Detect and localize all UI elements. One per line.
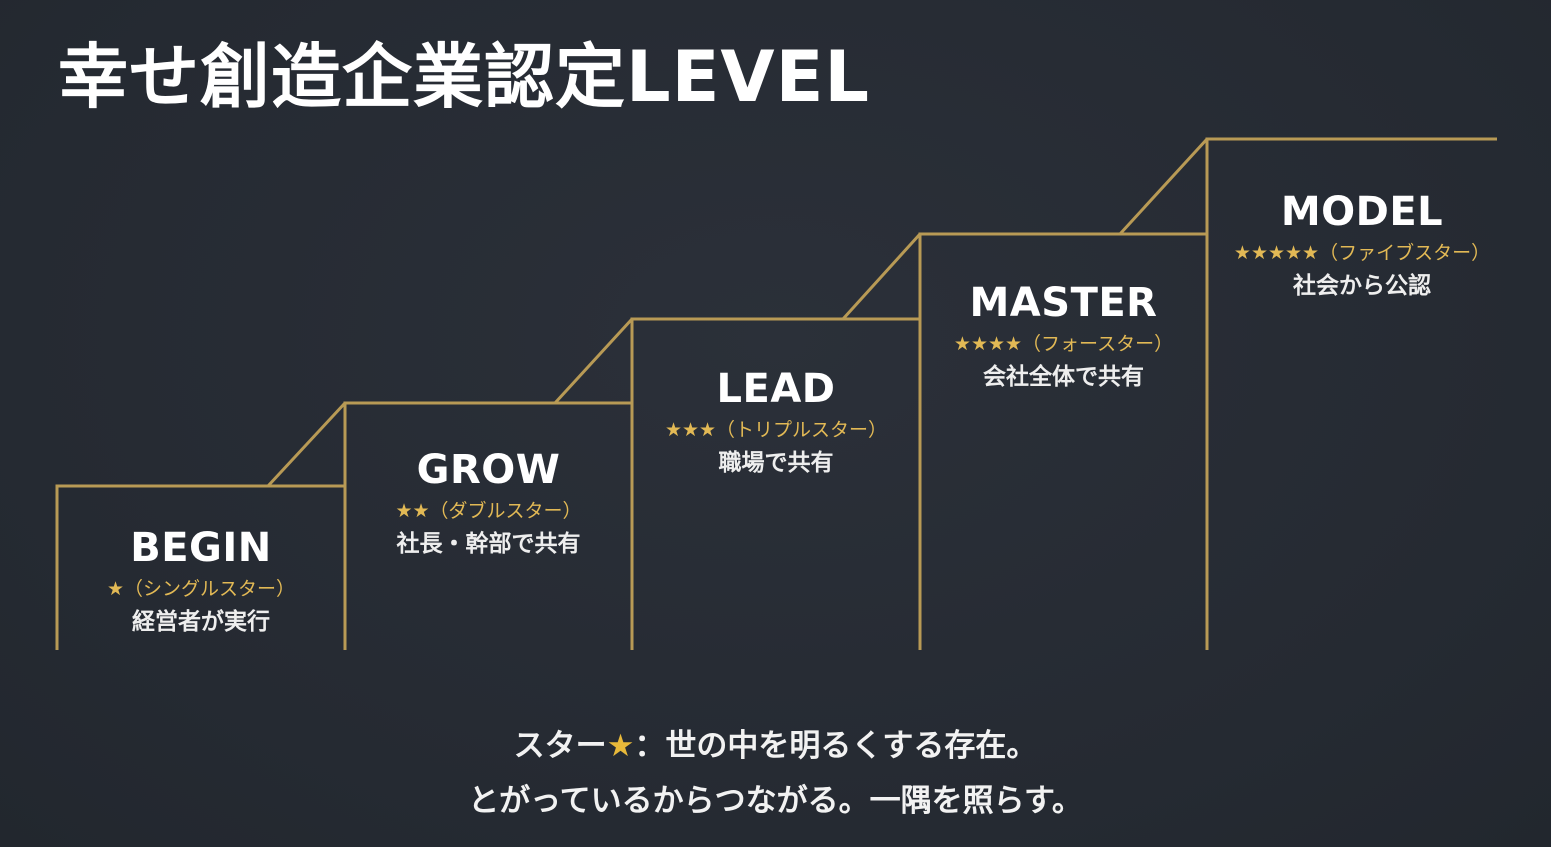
step-riser-4 bbox=[1118, 137, 1209, 236]
level-description: 職場で共有 bbox=[718, 449, 834, 476]
level-name: MASTER bbox=[969, 280, 1158, 326]
level-name: MODEL bbox=[1280, 189, 1444, 235]
step-model-outline bbox=[1205, 137, 1497, 650]
level-model: MODEL ★★★★★（ファイブスター） 社会から公認 bbox=[1207, 190, 1517, 300]
step-riser-1 bbox=[266, 401, 347, 488]
level-stars: ★★（ダブルスター） bbox=[395, 500, 582, 522]
level-stars: ★（シングルスター） bbox=[106, 578, 296, 600]
page-title: 幸せ創造企業認定LEVEL bbox=[58, 36, 871, 118]
step-begin-outline bbox=[55, 484, 345, 650]
level-description: 社長・幹部で共有 bbox=[396, 530, 581, 557]
star-icon: ★ bbox=[606, 728, 635, 764]
footer-line-2: とがっているからつながる。一隅を照らす。 bbox=[0, 783, 1551, 820]
footer-text: ：世の中を明るくする存在。 bbox=[634, 728, 1038, 764]
step-grow-outline bbox=[343, 401, 632, 650]
level-lead: LEAD ★★★（トリプルスター） 職場で共有 bbox=[632, 367, 920, 477]
level-begin: BEGIN ★（シングルスター） 経営者が実行 bbox=[57, 526, 345, 636]
level-grow: GROW ★★（ダブルスター） 社長・幹部で共有 bbox=[345, 448, 632, 558]
level-name: BEGIN bbox=[130, 525, 272, 571]
level-name: GROW bbox=[416, 447, 561, 493]
level-name: LEAD bbox=[716, 366, 836, 412]
footer-line-1: スター★：世の中を明るくする存在。 bbox=[0, 728, 1551, 765]
footer-text: スター bbox=[513, 728, 607, 764]
footer-text: とがっているからつながる。一隅を照らす。 bbox=[468, 783, 1083, 819]
level-description: 経営者が実行 bbox=[132, 608, 270, 635]
level-master: MASTER ★★★★（フォースター） 会社全体で共有 bbox=[920, 281, 1207, 391]
level-stars: ★★★★★（ファイブスター） bbox=[1233, 242, 1491, 264]
level-stars: ★★★★（フォースター） bbox=[953, 333, 1174, 355]
level-description: 社会から公認 bbox=[1293, 272, 1431, 299]
step-master-outline bbox=[918, 232, 1207, 650]
step-lead-outline bbox=[630, 317, 920, 650]
step-riser-3 bbox=[841, 232, 922, 321]
level-description: 会社全体で共有 bbox=[983, 363, 1144, 390]
step-riser-2 bbox=[553, 317, 634, 405]
level-stars: ★★★（トリプルスター） bbox=[664, 419, 888, 441]
